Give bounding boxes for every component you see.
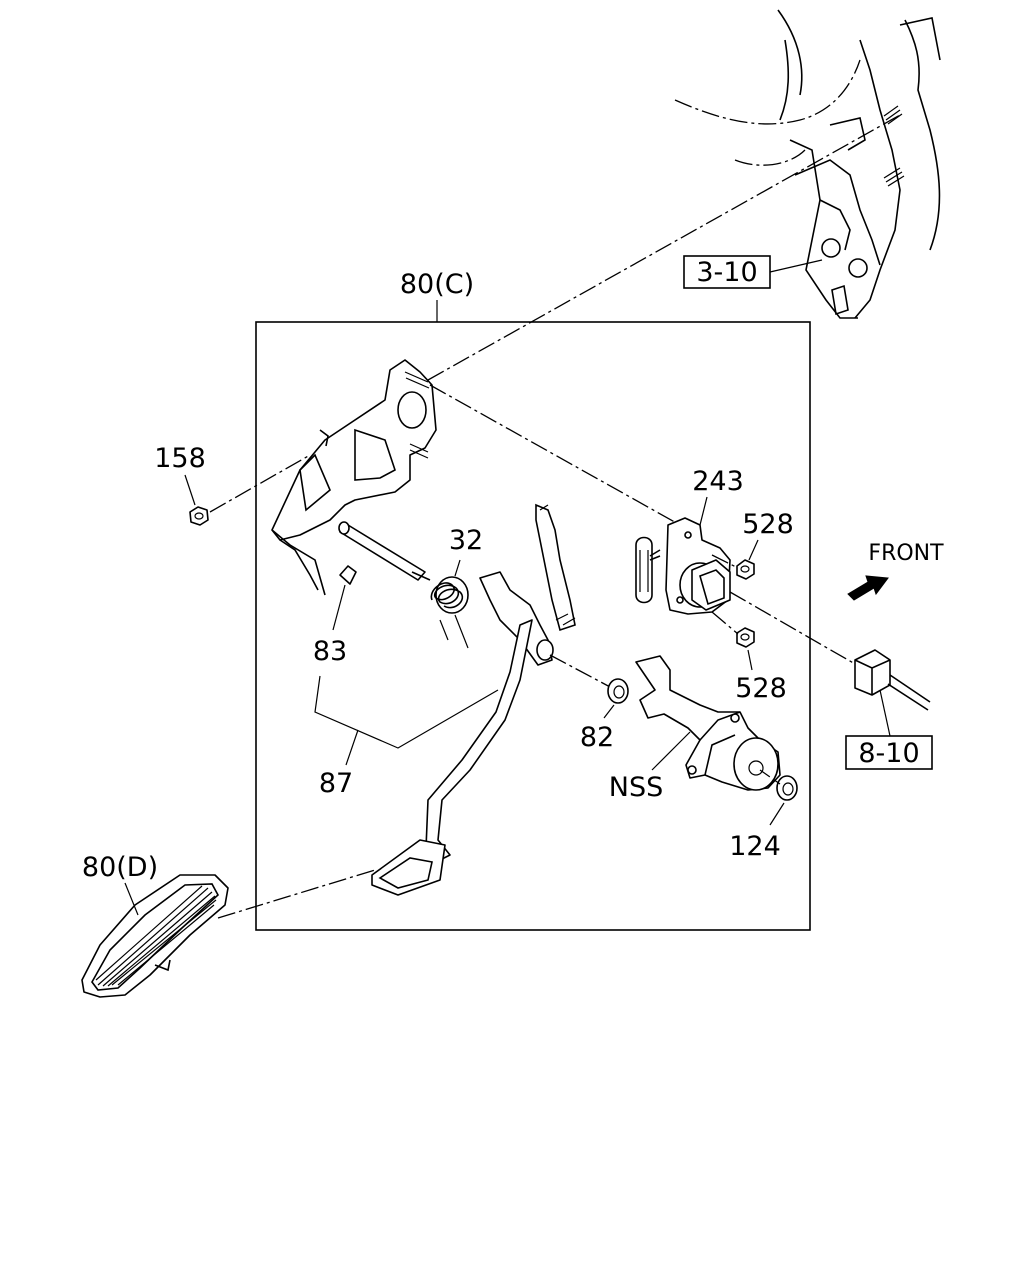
solenoid-243 — [635, 517, 731, 615]
bushing-82 — [607, 678, 629, 704]
label-32: 32 — [449, 525, 483, 556]
front-indicator: FRONT — [847, 541, 944, 601]
ref-box-8-10[interactable]: 8-10 — [845, 735, 933, 770]
ref-3-10-label: 3-10 — [696, 257, 757, 288]
label-87: 87 — [319, 768, 353, 799]
vehicle-body-panel — [674, 9, 941, 319]
washer-124 — [776, 775, 798, 801]
label-80d: 80(D) — [82, 852, 158, 883]
label-80c: 80(C) — [400, 269, 474, 300]
pedal-bracket — [271, 359, 437, 596]
pedal-arm — [371, 503, 576, 896]
nut-158 — [189, 506, 209, 526]
ref-box-3-10[interactable]: 3-10 — [683, 255, 771, 289]
label-83: 83 — [313, 636, 347, 667]
nut-528-top — [736, 559, 755, 580]
label-528-top: 528 — [742, 509, 794, 540]
label-124: 124 — [729, 831, 781, 862]
label-82: 82 — [580, 722, 614, 753]
front-label: FRONT — [868, 541, 944, 566]
pedal-pad-80d — [81, 874, 229, 998]
actuator-nss — [635, 655, 781, 791]
arrow-icon — [847, 575, 889, 601]
spring-32 — [430, 576, 469, 614]
ref-8-10-label: 8-10 — [858, 738, 919, 769]
label-243: 243 — [692, 466, 744, 497]
label-158: 158 — [154, 443, 206, 474]
label-nss: NSS — [609, 772, 663, 803]
pivot-shaft — [338, 521, 431, 581]
clip-83 — [339, 565, 357, 585]
nut-528-bottom — [736, 627, 755, 648]
connector-plug — [854, 649, 931, 711]
label-528-bottom: 528 — [735, 673, 787, 704]
assembly-frame-80c — [255, 321, 811, 931]
